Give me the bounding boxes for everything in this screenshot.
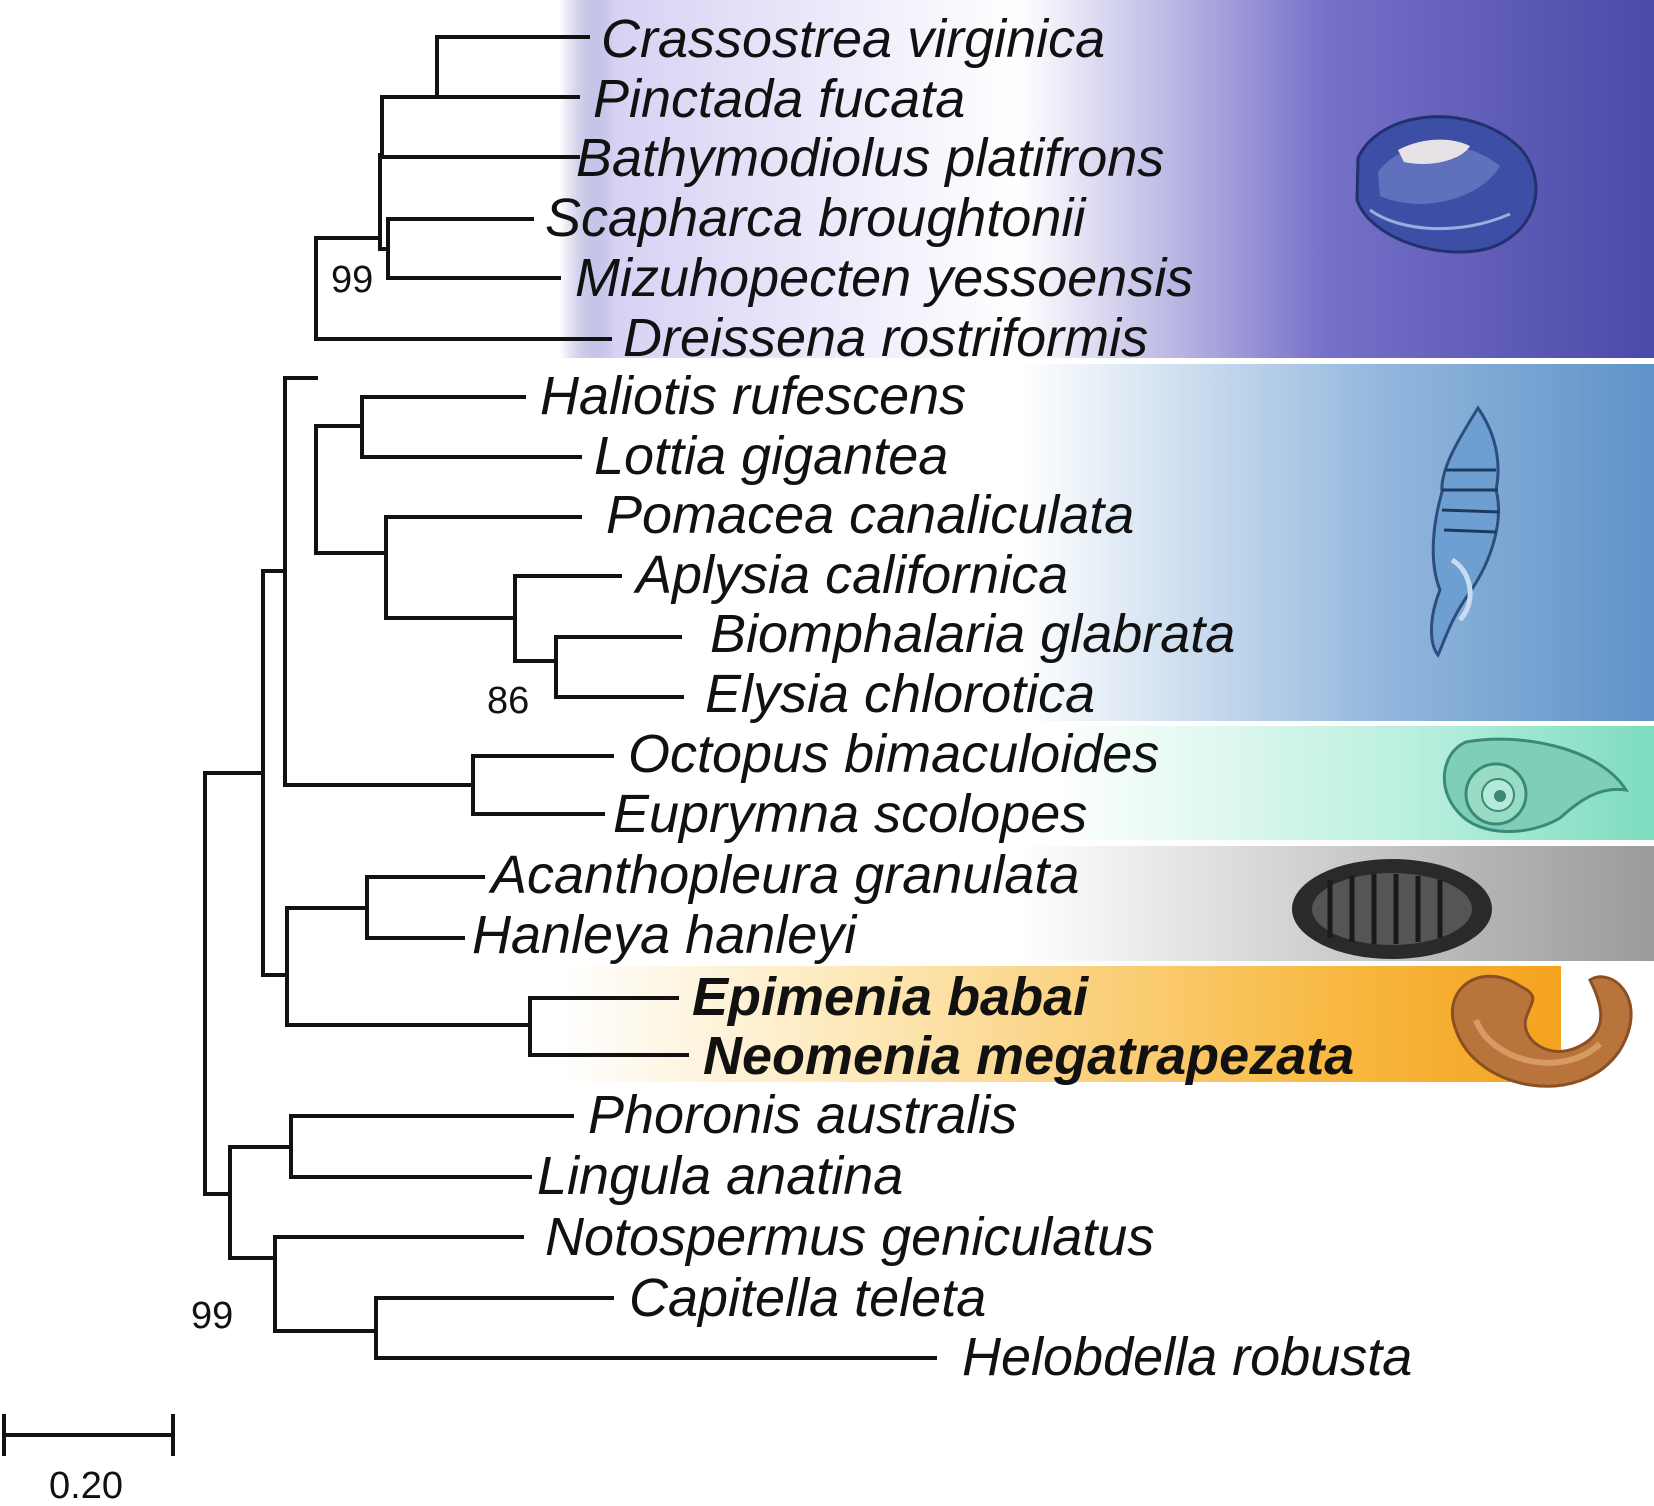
scale-bar-line [2, 1414, 175, 1456]
support-value: 99 [331, 259, 373, 301]
taxon-label: Neomenia megatrapezata [703, 1026, 1354, 1086]
taxon-label: Pomacea canaliculata [606, 485, 1134, 545]
scale-bar: 0.20 [2, 1414, 175, 1506]
taxon-label: Euprymna scolopes [613, 784, 1087, 844]
taxon-label: Aplysia californica [633, 545, 1068, 605]
taxon-label: Notospermus geniculatus [545, 1207, 1154, 1267]
taxon-label: Lottia gigantea [594, 426, 948, 486]
taxon-label: Acanthopleura granulata [488, 845, 1079, 905]
aplacophoran-icon [1450, 974, 1633, 1088]
chiton-icon [1292, 859, 1492, 959]
taxon-label: Mizuhopecten yessoensis [575, 248, 1193, 308]
conch-shell-icon [1430, 405, 1501, 658]
taxon-label: Phoronis australis [588, 1085, 1017, 1145]
taxon-label: Helobdella robusta [962, 1327, 1412, 1387]
taxon-label: Lingula anatina [537, 1146, 903, 1206]
taxon-label: Capitella teleta [629, 1268, 986, 1328]
taxon-label: Dreissena rostriformis [623, 308, 1148, 368]
tree-branches [203, 35, 937, 1360]
taxon-label: Scapharca broughtonii [545, 188, 1087, 248]
taxon-label: Hanleya hanleyi [472, 905, 858, 965]
taxon-label: Epimenia babai [692, 967, 1089, 1027]
bivalve-shell-icon [1355, 115, 1538, 254]
band-aplacophorans [560, 966, 1561, 1082]
taxon-label: Elysia chlorotica [705, 664, 1095, 724]
taxon-label: Haliotis rufescens [540, 366, 966, 426]
taxon-label: Octopus bimaculoides [628, 724, 1159, 784]
nautilus-shell-icon [1442, 737, 1629, 834]
taxon-label: Crassostrea virginica [601, 9, 1105, 69]
support-value: 86 [487, 680, 529, 722]
taxon-label: Pinctada fucata [593, 69, 965, 129]
support-value: 99 [191, 1295, 233, 1337]
taxon-labels: Crassostrea virginica Pinctada fucata Ba… [472, 9, 1412, 1387]
taxon-label: Biomphalaria glabrata [710, 604, 1235, 664]
support-values: 99 86 99 [191, 259, 529, 1337]
taxon-label: Bathymodiolus platifrons [576, 128, 1164, 188]
scale-bar-label: 0.20 [49, 1465, 123, 1506]
